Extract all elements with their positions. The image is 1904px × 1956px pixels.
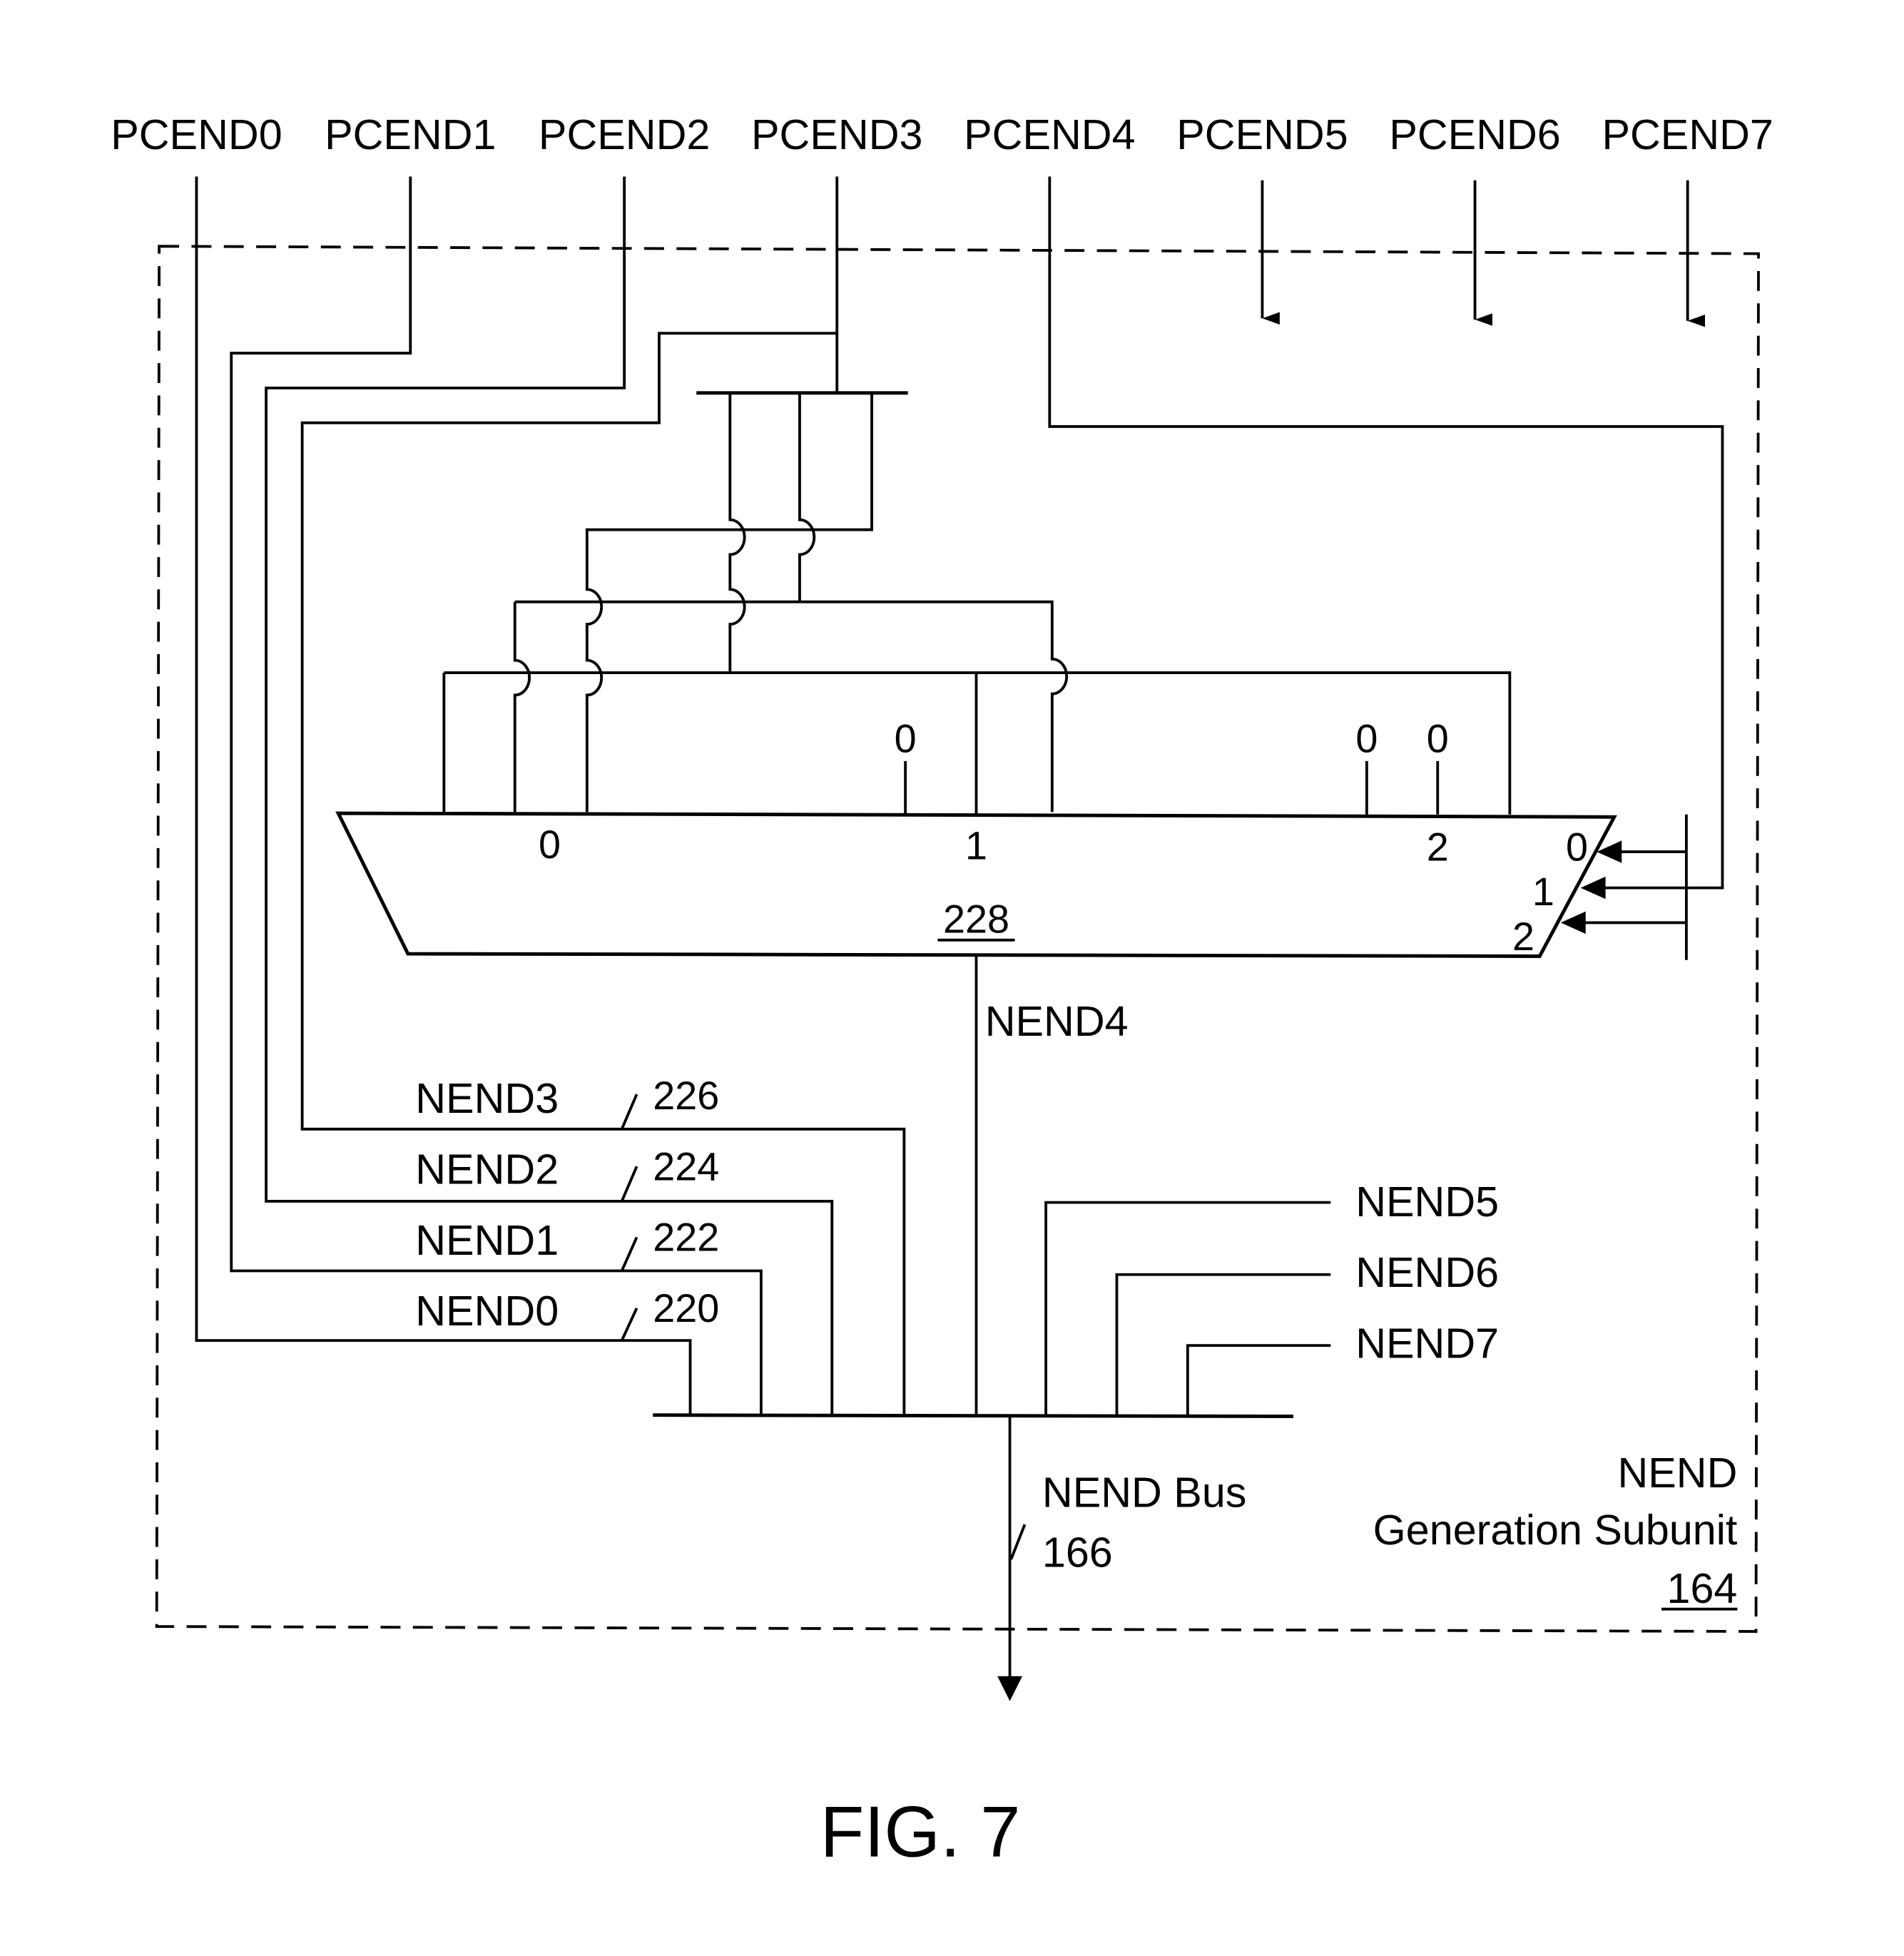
input-label-pcend1: PCEND1: [325, 111, 496, 158]
mux-select-label-2: 2: [1512, 915, 1534, 959]
output-ref-224: 224: [653, 1144, 719, 1188]
constant-input-0: 0: [895, 717, 917, 761]
mux-input-group-0: 0: [539, 822, 561, 867]
ref-tick-224: [622, 1166, 637, 1201]
output-label-nend3: NEND3: [415, 1074, 559, 1122]
input-label-pcend6: PCEND6: [1389, 111, 1560, 158]
nend-bus-arrow-icon: [997, 1676, 1022, 1701]
nend-bus-line: [653, 1415, 1293, 1417]
mux-input-group-1: 1: [965, 824, 987, 868]
output-ref-226: 226: [653, 1074, 719, 1118]
wire-nend7: [1188, 1345, 1330, 1415]
mux-select-label-1: 1: [1532, 870, 1554, 914]
mux-select-label-0: 0: [1566, 825, 1588, 869]
wire-pcend3: [302, 177, 905, 1415]
input-label-pcend0: PCEND0: [111, 111, 282, 158]
input-label-pcend5: PCEND5: [1176, 111, 1348, 158]
bus-width-tick: [1011, 1524, 1024, 1559]
nend4-label: NEND4: [985, 997, 1129, 1045]
mux-ref: 228: [943, 897, 1009, 941]
figure-caption: FIG. 7: [820, 1792, 1021, 1873]
subunit-ref: 164: [1667, 1564, 1738, 1612]
output-label-nend6: NEND6: [1355, 1248, 1499, 1296]
bus-ref: 166: [1042, 1528, 1113, 1576]
subunit-title-line1: NEND: [1617, 1449, 1737, 1497]
output-label-nend0: NEND0: [415, 1287, 559, 1335]
bus-label: NEND Bus: [1042, 1469, 1247, 1517]
input-label-pcend4: PCEND4: [964, 111, 1135, 158]
input-label-pcend2: PCEND2: [539, 111, 710, 158]
ref-tick-220: [622, 1308, 637, 1340]
constant-input-1: 0: [1355, 717, 1378, 761]
output-ref-222: 222: [653, 1216, 719, 1260]
wire-pcend4: [1049, 177, 1722, 888]
output-label-nend5: NEND5: [1355, 1178, 1499, 1226]
input-label-pcend7: PCEND7: [1602, 111, 1773, 158]
output-label-nend7: NEND7: [1355, 1320, 1499, 1367]
ref-tick-226: [622, 1094, 637, 1129]
constant-input-2: 0: [1427, 717, 1449, 761]
output-ref-220: 220: [653, 1286, 719, 1330]
ref-tick-222: [622, 1237, 637, 1270]
mux-input-group-2: 2: [1427, 825, 1449, 869]
output-label-nend1: NEND1: [415, 1216, 559, 1264]
input-labels: PCEND0 PCEND1 PCEND2 PCEND3 PCEND4 PCEND…: [111, 111, 1773, 158]
input-label-pcend3: PCEND3: [751, 111, 922, 158]
distribution-network: [444, 393, 1510, 815]
subunit-title-line2: Generation Subunit: [1373, 1506, 1738, 1554]
output-label-nend2: NEND2: [415, 1145, 559, 1193]
